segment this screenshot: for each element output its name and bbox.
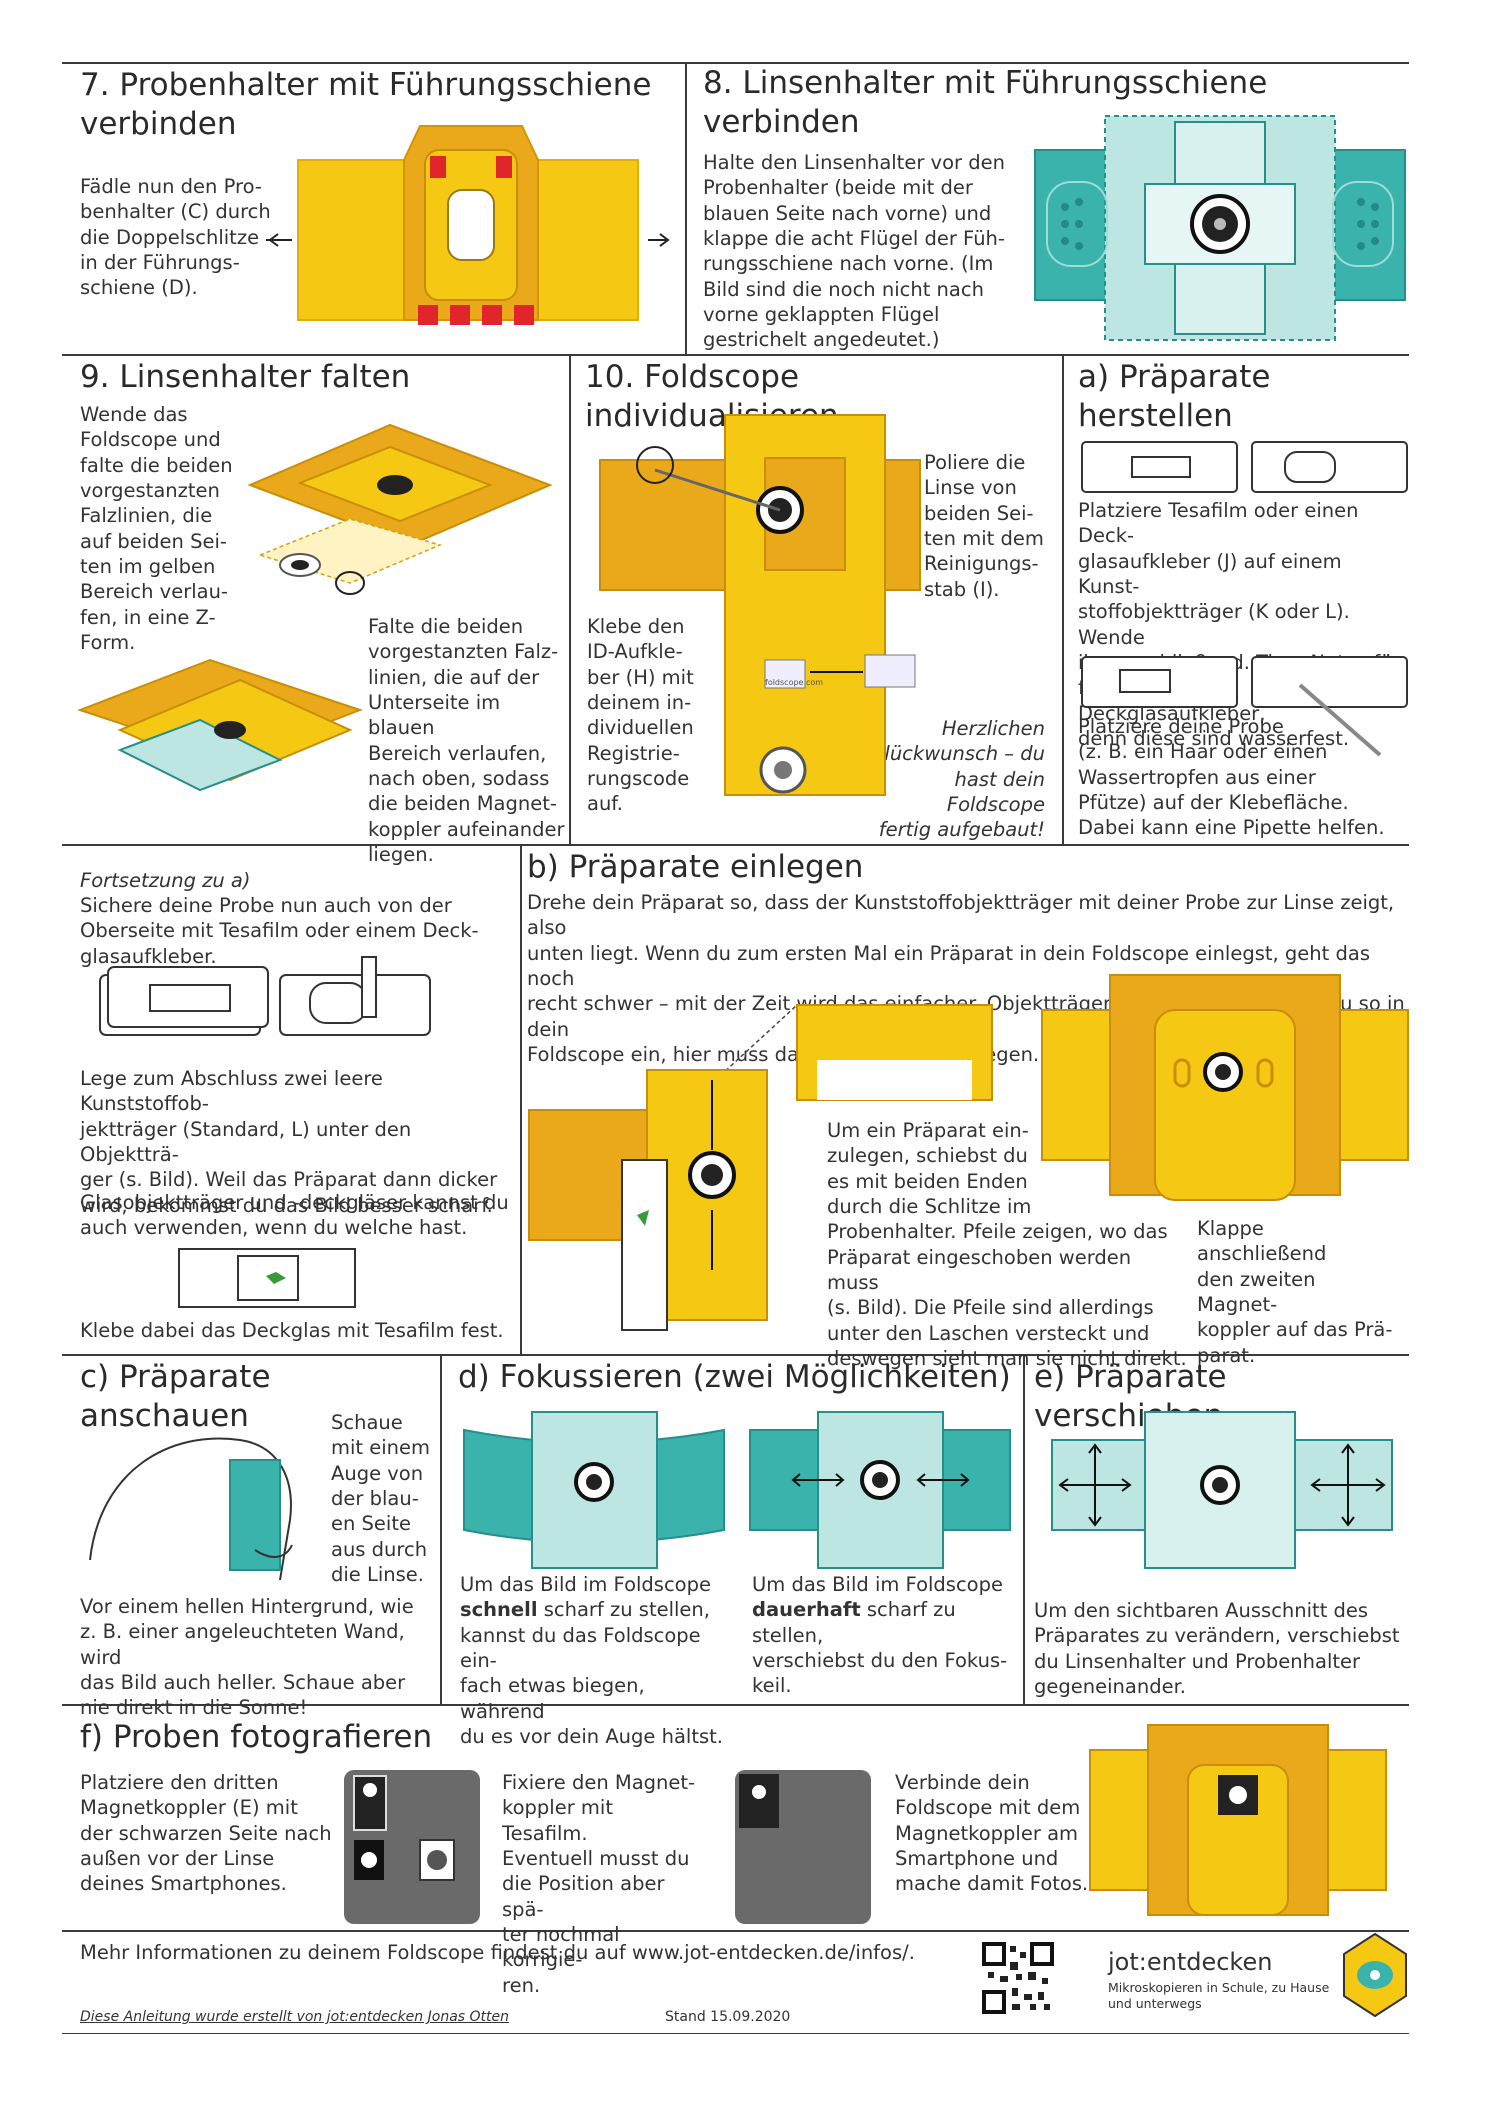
illustration-individualisieren: [599, 414, 921, 796]
illustration-smartphone-2: [735, 1770, 871, 1924]
section-f-title: f) Proben fotografieren: [80, 1719, 433, 1755]
section-f-text-3: Verbinde dein Foldscope mit dem Magnetko…: [895, 1771, 1089, 1896]
section-f-text-2: Fixiere den Magnet- koppler mit Tesafilm…: [502, 1771, 696, 1997]
illustration-einlegen: [528, 1004, 993, 1331]
section-d-text-left: Um das Bild im Foldscope schnell scharf …: [460, 1572, 735, 1749]
footer-brand: jot:entdecken: [1108, 1948, 1273, 1976]
footer-date: Stand 15.09.2020: [665, 2009, 791, 2025]
section-f: f) Proben fotografieren Platziere den dr…: [80, 1718, 1410, 1997]
foldscope-logo-icon: [1343, 1932, 1407, 2018]
footer-credit: Diese Anleitung wurde erstellt von jot:e…: [80, 2009, 509, 2025]
section-c: c) Präparate anschauen Schaue mit einem …: [80, 1358, 435, 1719]
illustration-tesafilm: [99, 956, 431, 1036]
continuation-text-3: Glasobjektträger und -deckgläser kannst …: [80, 1191, 509, 1240]
illustration-probenhalter: [266, 125, 670, 325]
section-d-right-bold: dauerhaft: [752, 1598, 861, 1622]
rule-row5: [62, 1704, 1409, 1706]
illustration-objekttraeger-1: [1081, 441, 1408, 493]
section-e: e) Präparate verschieben Um den sichtbar…: [1034, 1358, 1406, 1700]
section-f-text-1: Platziere den dritten Magnetkoppler (E) …: [80, 1771, 332, 1896]
section-d-title: d) Fokussieren (zwei Möglichkeiten): [458, 1359, 1011, 1395]
section-c-text-1: Schaue mit einem Auge von der blau- en S…: [331, 1411, 431, 1587]
rule-row2: [62, 354, 1409, 356]
illustration-falten-2: [77, 658, 363, 792]
section-7-text: Fädle nun den Pro- benhalter (C) durch d…: [80, 175, 271, 300]
section-a: a) Präparate herstellen Platziere Tesafi…: [1078, 358, 1408, 843]
section-8-text: Halte den Linsenhalter vor den Probenhal…: [703, 151, 1005, 352]
illustration-verschieben: [1051, 1411, 1393, 1569]
rule-v-9-10: [569, 354, 571, 844]
continuation-text-2: Lege zum Abschluss zwei leere Kunststoff…: [80, 1067, 498, 1217]
section-d-right-pre: Um das Bild im Foldscope: [752, 1573, 1003, 1596]
rule-v-10-a: [1062, 354, 1064, 844]
illustration-smartphone-1: [344, 1770, 480, 1924]
section-9-title: 9. Linsenhalter falten: [80, 359, 411, 395]
qr-code-icon: [982, 1942, 1054, 2014]
illustration-anschauen: [89, 1437, 293, 1581]
rule-v-c-d: [440, 1354, 442, 1704]
section-b-text-3: Klappe anschließend den zweiten Magnet- …: [1197, 1217, 1393, 1367]
illustration-fotografieren: [1089, 1724, 1387, 1916]
continuation-label: Fortsetzung zu a): [80, 869, 251, 892]
section-d-text-right: Um das Bild im Foldscope dauerhaft schar…: [752, 1572, 1017, 1699]
section-b-text-2: Um ein Präparat ein- zulegen, schiebst d…: [827, 1119, 1187, 1371]
illustration-objekttraeger-2: [1081, 656, 1408, 757]
illustration-fokussieren-biegen: [463, 1411, 725, 1569]
section-10-text-2: Klebe den ID-Aufkle- ber (H) mit deinem …: [587, 615, 694, 816]
rule-row3: [62, 844, 1409, 846]
footer-info: Mehr Informationen zu deinem Foldscope f…: [80, 1941, 915, 1964]
section-b: b) Präparate einlegen Drehe dein Präpara…: [527, 848, 1407, 1370]
section-d-right-post: scharf zu stellen, verschiebst du den Fo…: [752, 1598, 1008, 1698]
section-7: 7. Probenhalter mit Führungsschiene verb…: [80, 66, 680, 351]
footer-tagline: Mikroskopieren in Schule, zu Hause und u…: [1108, 1980, 1330, 2012]
rule-v-d-e: [1023, 1354, 1025, 1704]
section-8: 8. Linsenhalter mit Führungsschiene verb…: [703, 64, 1403, 354]
continuation-text-1: Sichere deine Probe nun auch von der Obe…: [80, 894, 479, 968]
illustration-magnetkoppler-zu: [1041, 974, 1409, 1201]
section-10-congrats: Herzlichen Glückwunsch – du hast dein Fo…: [869, 717, 1045, 842]
section-d: d) Fokussieren (zwei Möglichkeiten) Um d…: [458, 1358, 1018, 1748]
section-9-text-2: Falte die beiden vorgestanzten Falz- lin…: [368, 615, 565, 867]
rule-v-7-8: [685, 62, 687, 354]
section-continuation: Fortsetzung zu a) Sichere deine Probe nu…: [80, 868, 510, 1348]
rule-row6: [62, 1930, 1409, 1932]
section-10-text-1: Poliere die Linse von beiden Sei- ten mi…: [924, 451, 1044, 601]
section-e-text: Um den sichtbaren Ausschnitt des Präpara…: [1034, 1599, 1400, 1699]
sticker-label: foldscope.com: [765, 678, 824, 687]
rule-top: [62, 62, 1409, 64]
section-8-title: 8. Linsenhalter mit Führungsschiene verb…: [703, 65, 1268, 140]
section-7-title: 7. Probenhalter mit Führungsschiene verb…: [80, 67, 652, 142]
section-9: 9. Linsenhalter falten Wende das Foldsco…: [80, 358, 565, 866]
rule-bottom: [62, 2033, 1409, 2034]
section-a-title: a) Präparate herstellen: [1078, 359, 1271, 434]
illustration-linsenhalter: [1034, 115, 1406, 341]
rule-row4: [62, 1354, 1409, 1356]
section-d-left-bold: schnell: [460, 1598, 538, 1622]
illustration-falten-1: [247, 423, 553, 595]
rule-v-cont-b: [520, 844, 522, 1354]
illustration-glasobjekttraeger: [178, 1248, 356, 1308]
section-b-title: b) Präparate einlegen: [527, 849, 864, 885]
section-c-title: c) Präparate anschauen: [80, 1359, 271, 1434]
illustration-fokussieren-keil: [749, 1411, 1011, 1569]
continuation-text-4: Klebe dabei das Deckglas mit Tesafilm fe…: [80, 1319, 504, 1342]
section-9-text-1: Wende das Foldscope und falte die beiden…: [80, 403, 233, 655]
section-c-text-2: Vor einem hellen Hintergrund, wie z. B. …: [80, 1595, 414, 1720]
section-d-left-post: scharf zu stellen, kannst du das Foldsco…: [460, 1598, 723, 1749]
section-a-text-2: Platziere deine Probe (z. B. ein Haar od…: [1078, 715, 1385, 840]
section-d-left-pre: Um das Bild im Foldscope: [460, 1573, 711, 1596]
